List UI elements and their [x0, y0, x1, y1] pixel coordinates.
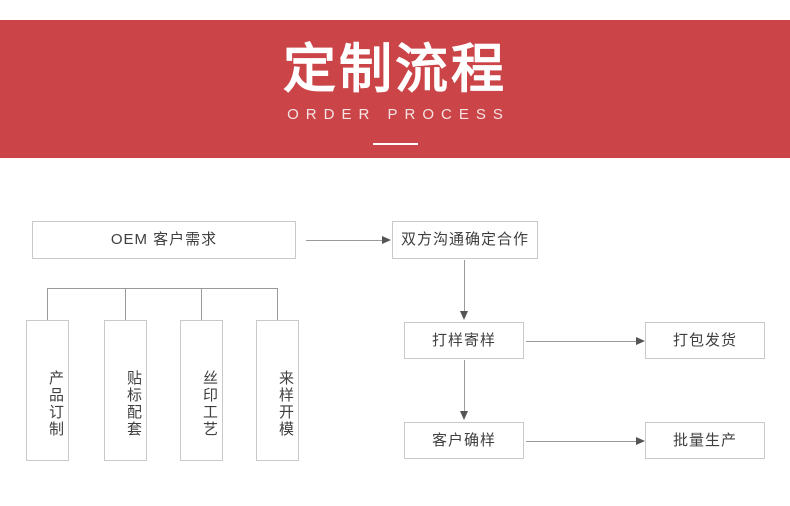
- page-subtitle: ORDER PROCESS: [287, 106, 510, 123]
- arrowhead-sampling-to-packing-icon: [636, 337, 645, 345]
- connector-communication-to-sampling: [464, 260, 465, 313]
- page-banner: 定制流程 ORDER PROCESS: [0, 20, 790, 158]
- node-customer-confirm[interactable]: 客户确样: [404, 422, 524, 459]
- connector-sampling-to-customer-confirm: [464, 360, 465, 413]
- connector-customer-confirm-to-mass-production: [526, 441, 636, 442]
- connector-branch-drop-2: [125, 288, 126, 321]
- arrowhead-oem-to-communication-icon: [382, 236, 391, 244]
- connector-oem-to-communication: [306, 240, 382, 241]
- node-sampling[interactable]: 打样寄样: [404, 322, 524, 359]
- node-branch-2[interactable]: 贴标配套: [104, 320, 147, 461]
- page-title: 定制流程: [283, 40, 507, 99]
- node-mass-production[interactable]: 批量生产: [645, 422, 765, 459]
- arrowhead-customer-confirm-to-mass-production-icon: [636, 437, 645, 445]
- node-oem-request[interactable]: OEM 客户需求: [32, 221, 296, 259]
- arrowhead-communication-to-sampling-icon: [460, 311, 468, 320]
- title-divider: [373, 143, 418, 145]
- connector-branch-drop-1: [47, 288, 48, 321]
- node-branch-1[interactable]: 产品订制: [26, 320, 69, 461]
- node-communication[interactable]: 双方沟通确定合作: [392, 221, 538, 259]
- arrowhead-sampling-to-customer-confirm-icon: [460, 411, 468, 420]
- connector-branch-drop-4: [277, 288, 278, 321]
- connector-branch-bus: [47, 288, 278, 289]
- node-branch-3[interactable]: 丝印工艺: [180, 320, 223, 461]
- node-packing[interactable]: 打包发货: [645, 322, 765, 359]
- connector-branch-drop-3: [201, 288, 202, 321]
- node-branch-4[interactable]: 来样开模: [256, 320, 299, 461]
- connector-sampling-to-packing: [526, 341, 636, 342]
